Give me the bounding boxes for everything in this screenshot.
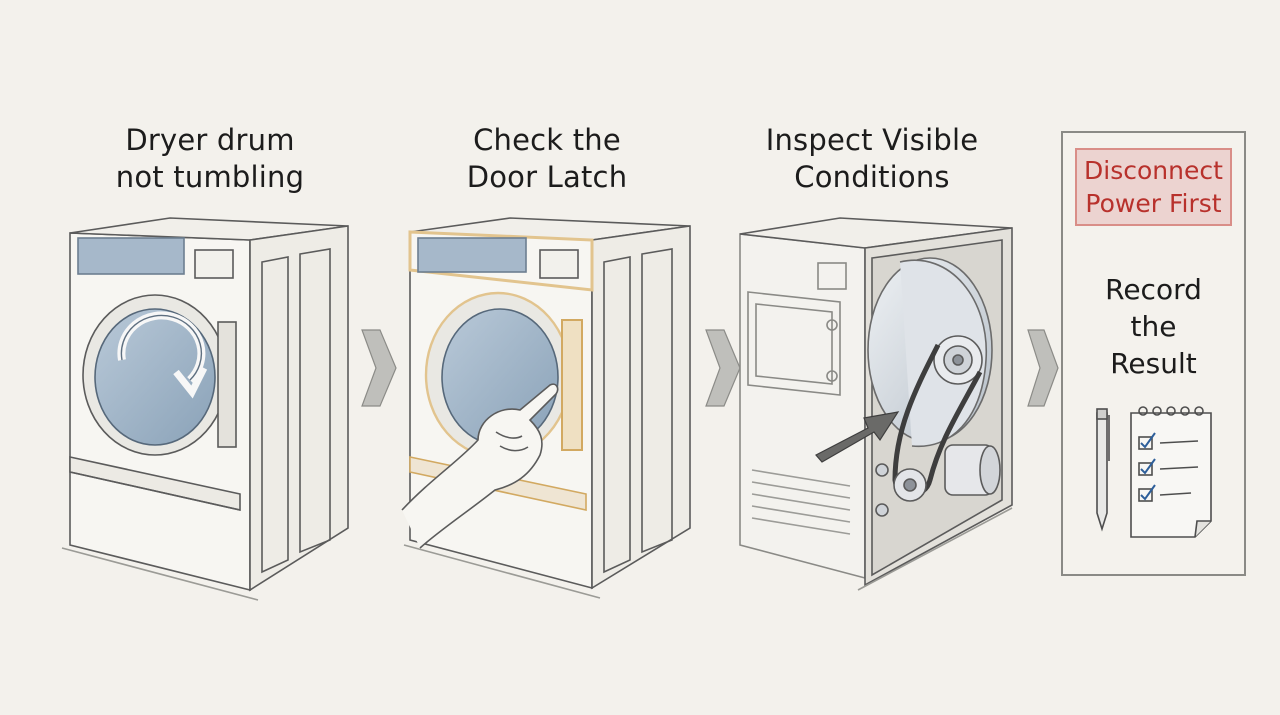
- arrow-right-icon: [705, 329, 741, 407]
- checklist-pen-icon: [1096, 406, 1212, 538]
- dryer-rotation-icon: [61, 217, 349, 601]
- record-line2: the: [1130, 310, 1177, 343]
- step-2-caption: Check the Door Latch: [427, 122, 667, 196]
- warning-line2: Power First: [1085, 189, 1222, 218]
- step-1-caption-line2: not tumbling: [115, 160, 305, 194]
- arrow-right-icon: [1027, 329, 1059, 407]
- step-1-caption: Dryer drum not tumbling: [90, 122, 330, 196]
- arrow-right-icon: [361, 329, 397, 407]
- step-3-caption-line2: Conditions: [794, 160, 950, 194]
- record-result-text: Record the Result: [1063, 271, 1244, 382]
- dryer-door-latch-hand-icon: [401, 217, 691, 599]
- record-line1: Record: [1105, 273, 1202, 306]
- warning-box: Disconnect Power First: [1075, 148, 1232, 226]
- step-1-caption-line1: Dryer drum: [125, 123, 295, 157]
- final-step-panel: Disconnect Power First Record the Result: [1061, 131, 1246, 576]
- record-line3: Result: [1110, 347, 1197, 380]
- warning-line1: Disconnect: [1084, 156, 1223, 185]
- dryer-open-belt-icon: [739, 217, 1013, 591]
- step-3-caption: Inspect Visible Conditions: [752, 122, 992, 196]
- step-3-caption-line1: Inspect Visible: [765, 123, 979, 157]
- step-2-caption-line1: Check the: [473, 123, 621, 157]
- step-2-caption-line2: Door Latch: [466, 160, 628, 194]
